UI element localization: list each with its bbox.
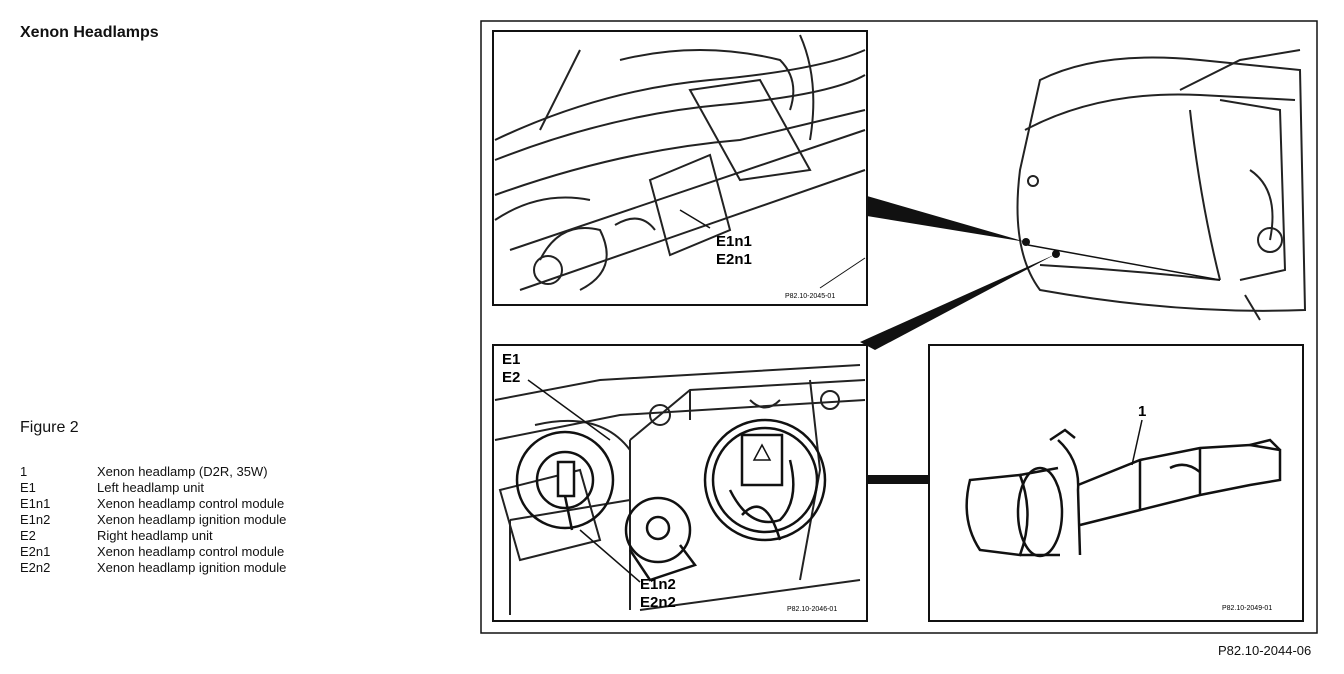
- legend-text: Xenon headlamp control module: [97, 544, 285, 559]
- ignition-module: [624, 496, 698, 582]
- legend-code: E2n2: [20, 560, 51, 575]
- panel-frame: [492, 344, 868, 622]
- ref-leader: [819, 257, 866, 289]
- left-lamp-bowl: [515, 430, 615, 531]
- pointer-wedge: [867, 196, 1026, 242]
- pointer-line: [1027, 244, 1221, 281]
- headlamp-unit-detail: E1 E2 E1n2 E2n2 P82.10-2046-01: [492, 344, 868, 622]
- legend-text: Xenon headlamp ignition module: [97, 512, 287, 527]
- engine-bay-sketch: [494, 34, 866, 291]
- pointer-bar: [867, 475, 929, 484]
- panel-reference: P82.10-2046-01: [787, 606, 837, 613]
- legend-text: Xenon headlamp control module: [97, 496, 285, 511]
- car-front-view: [1016, 49, 1307, 321]
- headlamp-diagram: E1n1 E2n1 P82.10-2045-01: [480, 20, 1318, 634]
- callout-e2n1: E2n1: [716, 251, 752, 268]
- callout-e2: E2: [502, 369, 520, 386]
- legend-text: Right headlamp unit: [97, 528, 213, 543]
- pointer-wedge: [860, 254, 1056, 350]
- legend-text: Xenon headlamp ignition module: [97, 560, 287, 575]
- legend-code: E1n2: [20, 512, 51, 527]
- headlamp-housing-sketch: [494, 364, 866, 615]
- leader-line: [579, 529, 641, 583]
- legend-code: E1n1: [20, 496, 51, 511]
- leader-line: [679, 209, 711, 229]
- legend: 1 Xenon headlamp (D2R, 35W) E1 Left headla…: [20, 464, 286, 576]
- xenon-bulb-sketch: [965, 428, 1282, 558]
- callout-e1n1: E1n1: [716, 233, 752, 250]
- leader-line: [1131, 419, 1143, 466]
- callout-1: 1: [1138, 403, 1146, 420]
- legend-item: 1 Xenon headlamp (D2R, 35W): [20, 464, 286, 480]
- legend-item: E2n2 Xenon headlamp ignition module: [20, 560, 286, 576]
- legend-item: E1 Left headlamp unit: [20, 480, 286, 496]
- panel-frame: [928, 344, 1304, 622]
- legend-code: 1: [20, 464, 28, 479]
- legend-code: E1: [20, 480, 36, 495]
- legend-item: E2n1 Xenon headlamp control module: [20, 544, 286, 560]
- legend-item: E1n2 Xenon headlamp ignition module: [20, 512, 286, 528]
- panel-reference: P82.10-2049-01: [1222, 605, 1272, 612]
- legend-text: Xenon headlamp (D2R, 35W): [97, 464, 268, 479]
- figure-label: Figure 2: [20, 419, 79, 436]
- page-title: Xenon Headlamps: [20, 24, 159, 41]
- figure-id: P82.10-2044-06: [1218, 643, 1312, 658]
- xenon-bulb-detail: 1 P82.10-2049-01: [928, 344, 1304, 622]
- legend-code: E2n1: [20, 544, 51, 559]
- panel-reference: P82.10-2045-01: [785, 293, 835, 300]
- callout-e1: E1: [502, 351, 520, 368]
- legend-item: E1n1 Xenon headlamp control module: [20, 496, 286, 512]
- callout-e1n2: E1n2: [640, 576, 676, 593]
- leader-line: [527, 379, 611, 441]
- right-lamp-bowl: [703, 418, 827, 542]
- legend-item: E2 Right headlamp unit: [20, 528, 286, 544]
- control-module-detail: E1n1 E2n1 P82.10-2045-01: [492, 30, 868, 306]
- legend-text: Left headlamp unit: [97, 480, 204, 495]
- callout-e2n2: E2n2: [640, 594, 676, 611]
- legend-code: E2: [20, 528, 36, 543]
